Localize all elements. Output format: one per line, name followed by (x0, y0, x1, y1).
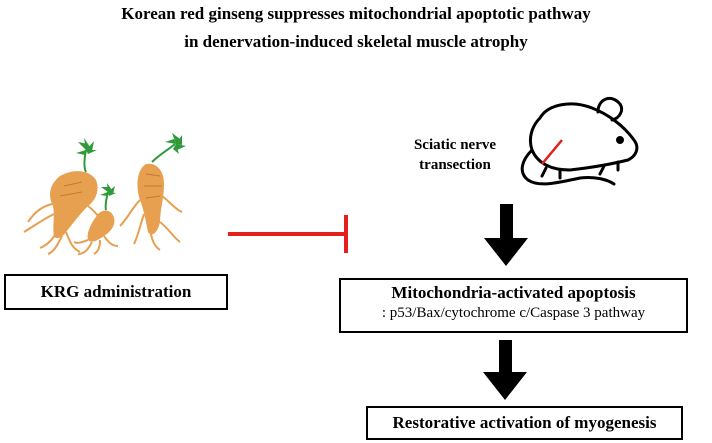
ginseng-root-icon (23, 133, 186, 255)
mitochondria-apoptosis-box: Mitochondria-activated apoptosis : p53/B… (339, 278, 688, 333)
ginseng-root-right (119, 133, 186, 251)
krg-administration-box: KRG administration (4, 274, 228, 310)
sciatic-label-line1: Sciatic nerve (413, 137, 497, 153)
diagram-title-line2: in denervation-induced skeletal muscle a… (184, 32, 528, 51)
ginseng-root-left (23, 138, 111, 255)
diagram-title-line1: Korean red ginseng suppresses mitochondr… (121, 4, 591, 23)
ginseng-root-middle (73, 183, 119, 255)
apoptosis-pathway-subtitle: : p53/Bax/cytochrome c/Caspase 3 pathway (381, 305, 646, 321)
transection-mark (541, 139, 563, 165)
inhibition-arrow-icon (228, 215, 348, 253)
sciatic-nerve-label: Sciatic nerve transection (384, 135, 526, 175)
sciatic-label-line2: transection (419, 157, 491, 173)
down-arrow-icon-2 (483, 340, 527, 400)
myogenesis-box: Restorative activation of myogenesis (366, 406, 683, 440)
mouse-icon (520, 96, 639, 186)
down-arrow-icon (484, 204, 528, 266)
mitochondria-apoptosis-title: Mitochondria-activated apoptosis (391, 283, 636, 302)
